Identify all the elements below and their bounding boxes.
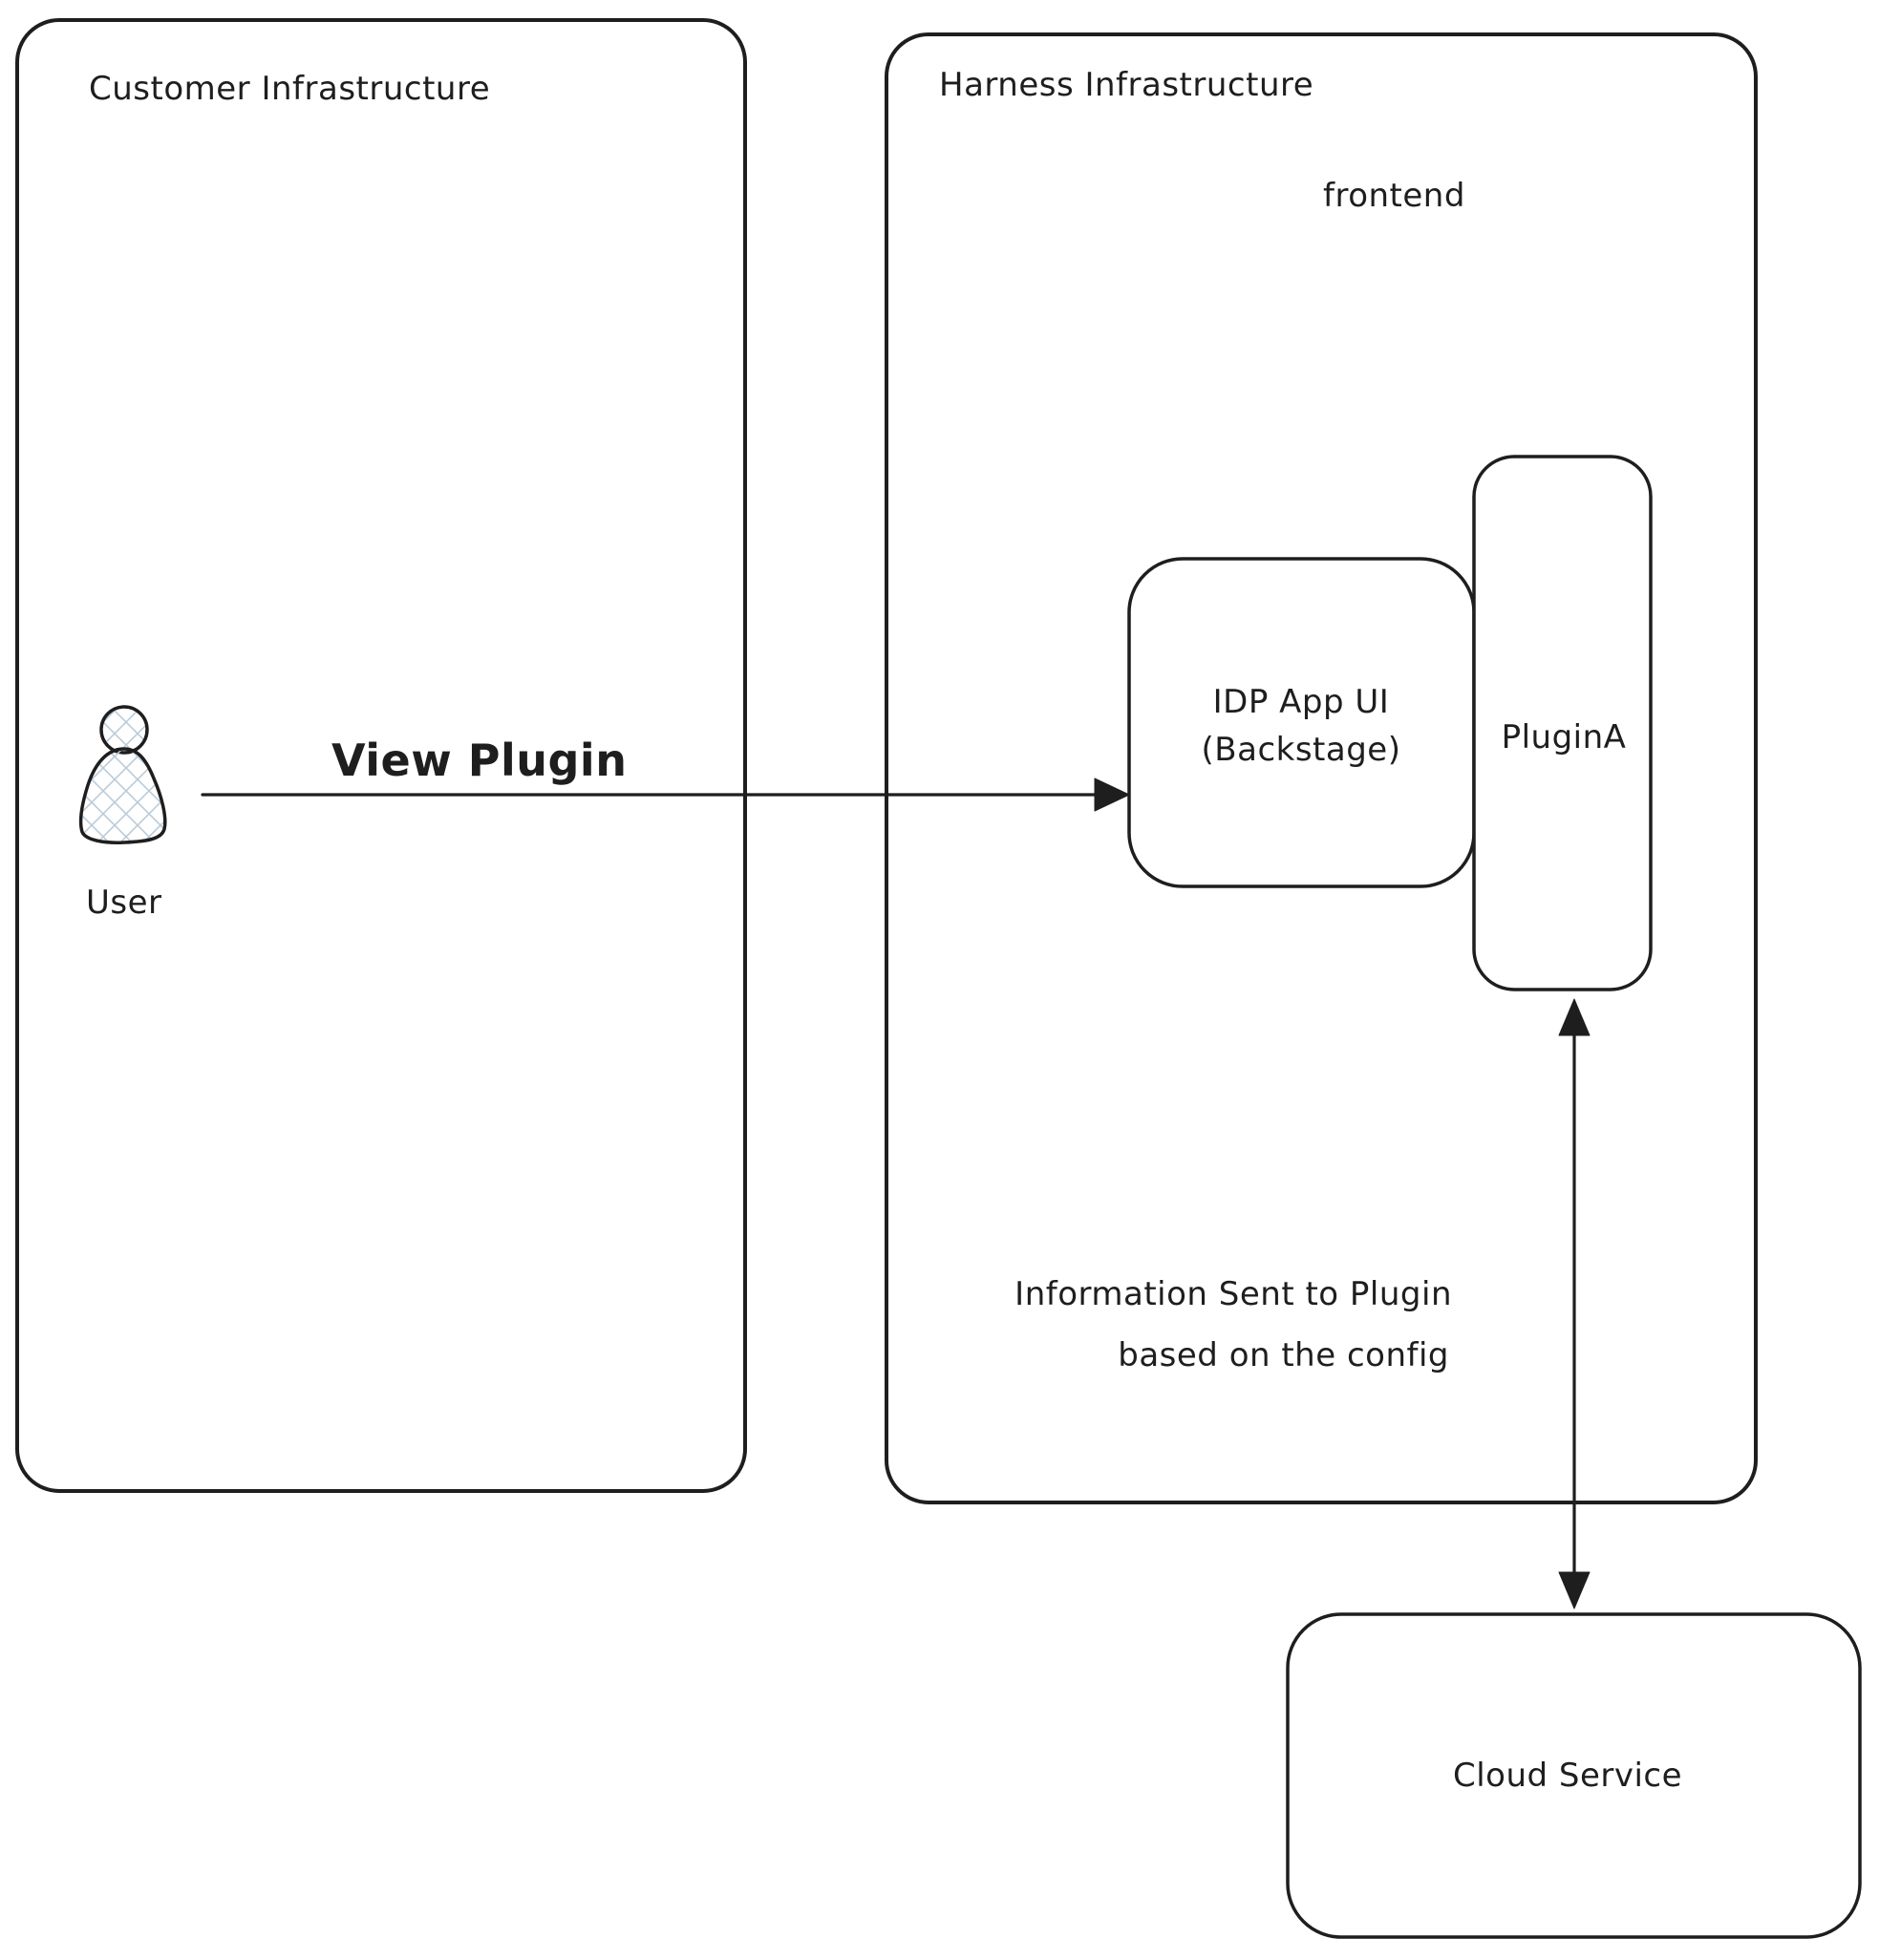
info-to-plugin-label-line1: Information Sent to Plugin [1014, 1275, 1452, 1313]
harness-infrastructure-label: Harness Infrastructure [939, 66, 1313, 104]
plugin-cloud-arrow [1558, 998, 1591, 1609]
idp-app-ui-label-line2: (Backstage) [1202, 731, 1401, 769]
user-icon [78, 705, 167, 844]
plugin-a-label: PluginA [1502, 718, 1627, 756]
user-body [78, 747, 167, 844]
cloud-service-label: Cloud Service [1453, 1757, 1682, 1795]
idp-app-ui-label-line1: IDP App UI [1213, 683, 1390, 721]
cloud-service-box [1286, 1612, 1862, 1939]
user-head [99, 705, 149, 755]
info-to-plugin-label-line2: based on the config [1118, 1336, 1449, 1374]
user-label: User [86, 884, 162, 922]
frontend-label: frontend [1323, 177, 1465, 215]
customer-infrastructure-box [15, 18, 747, 1493]
idp-app-ui-box [1127, 557, 1476, 888]
plugin-a-box [1472, 455, 1653, 991]
view-plugin-label: View Plugin [331, 735, 627, 786]
customer-infrastructure-label: Customer Infrastructure [89, 70, 490, 108]
view-plugin-arrow [201, 778, 1130, 812]
